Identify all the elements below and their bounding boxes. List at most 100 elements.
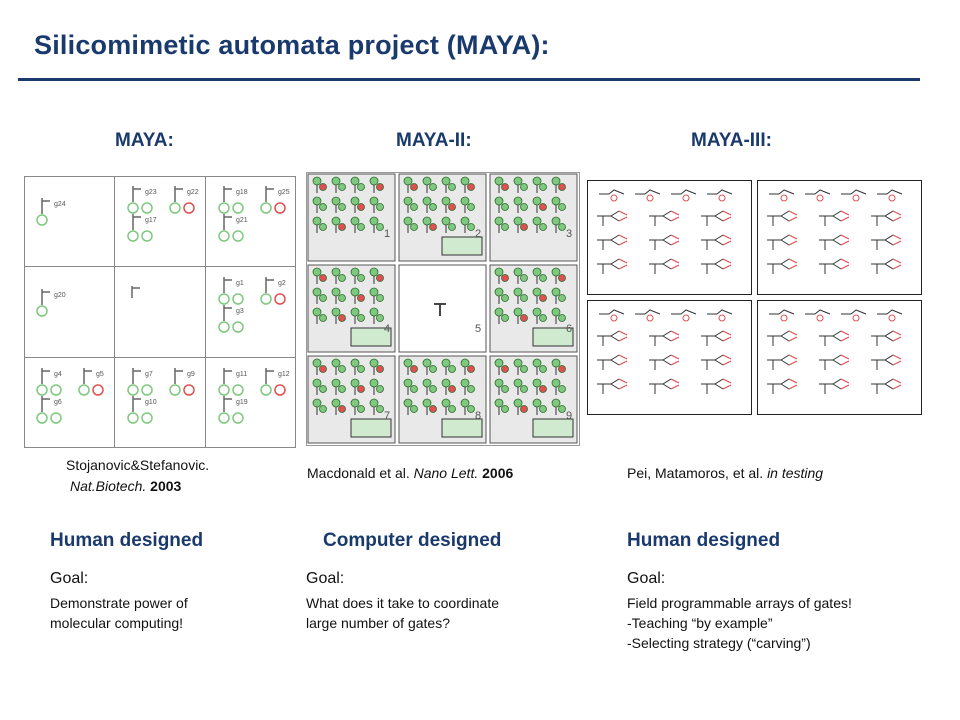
input-node	[218, 230, 230, 242]
molecule-node	[357, 183, 365, 191]
molecule-node	[312, 287, 322, 297]
molecule-node	[357, 405, 365, 413]
gate-sketch	[701, 234, 724, 250]
gate-sketch-red	[788, 378, 798, 390]
maya-iii-goal-label: Goal:	[627, 570, 666, 587]
cell-number: 5	[475, 323, 481, 335]
molecule-node	[357, 223, 365, 231]
gate-sketch-red	[618, 330, 628, 342]
maya-iii-goal-line: Field programmable arrays of gates!	[627, 595, 852, 611]
molecule-node	[513, 176, 523, 186]
molecule-node	[532, 398, 542, 408]
molecule-node	[331, 196, 341, 206]
molecule-node	[319, 314, 327, 322]
molecule-node	[429, 183, 437, 191]
input-node	[232, 321, 244, 333]
gate-label: g22	[187, 189, 199, 196]
molecule-node	[441, 378, 451, 388]
output-box	[441, 418, 483, 438]
gate-sketch	[597, 210, 620, 226]
molecule-node	[467, 183, 475, 191]
molecule-node	[501, 294, 509, 302]
gate-sketch	[819, 354, 842, 370]
input-node	[183, 202, 195, 214]
molecule-node	[403, 176, 413, 186]
gate-sketch-red	[892, 378, 902, 390]
maya-heading: MAYA:	[115, 130, 174, 151]
molecule-node	[501, 203, 509, 211]
gate-label: g25	[278, 189, 290, 196]
molecule-node	[331, 287, 341, 297]
molecule-node	[403, 358, 413, 368]
gate-sketch-red	[618, 234, 628, 246]
molecule-node	[376, 294, 384, 302]
molecule-ring	[718, 194, 726, 202]
molecule-node	[369, 287, 379, 297]
molecule-node	[441, 196, 451, 206]
molecule-ring	[780, 194, 788, 202]
molecule-node	[319, 385, 327, 393]
molecule-node	[312, 378, 322, 388]
input-node	[36, 412, 48, 424]
gate-sketch	[649, 258, 672, 274]
input-node	[274, 293, 286, 305]
molecule-ring	[816, 314, 824, 322]
molecule-node	[551, 176, 561, 186]
molecule-node	[513, 216, 523, 226]
molecule-node	[513, 398, 523, 408]
molecule-node	[369, 196, 379, 206]
molecule-node	[494, 378, 504, 388]
molecule-node	[319, 294, 327, 302]
molecule-node	[369, 307, 379, 317]
molecule-node	[460, 176, 470, 186]
molecule-node	[467, 365, 475, 373]
molecule-node	[539, 385, 547, 393]
molecule-node	[467, 405, 475, 413]
input-node	[218, 293, 230, 305]
maya-iii-citation: Pei, Matamoros, et al. in testing	[627, 463, 823, 484]
gate-sketch	[871, 330, 894, 346]
gate-sketch	[871, 378, 894, 394]
input-node	[141, 412, 153, 424]
molecule-chain	[841, 309, 867, 315]
molecule-node	[520, 385, 528, 393]
molecule-node	[532, 196, 542, 206]
molecule-node	[520, 365, 528, 373]
gate-sketch-red	[840, 378, 850, 390]
gate-sketch	[767, 258, 790, 274]
gate-label: g23	[145, 189, 157, 196]
molecule-node	[501, 183, 509, 191]
molecule-node	[520, 203, 528, 211]
maya-citation-authors: Stojanovic&Stefanovic.	[66, 457, 210, 473]
molecule-node	[448, 183, 456, 191]
molecule-node	[429, 223, 437, 231]
input-node	[218, 202, 230, 214]
molecule-node	[350, 398, 360, 408]
gate-sketch-red	[670, 354, 680, 366]
molecule-ring	[646, 194, 654, 202]
molecule-node	[350, 307, 360, 317]
molecule-ring	[888, 314, 896, 322]
input-node	[141, 202, 153, 214]
maya-ii-goal-line: What does it take to coordinate	[306, 595, 499, 611]
molecule-node	[467, 385, 475, 393]
input-node	[92, 384, 104, 396]
input-node	[274, 384, 286, 396]
molecule-node	[460, 398, 470, 408]
molecule-chain	[769, 309, 795, 315]
gate-sketch	[701, 354, 724, 370]
molecule-node	[558, 274, 566, 282]
gate-sketch	[767, 210, 790, 226]
molecule-node	[422, 216, 432, 226]
maya-iii-citation-note: in testing	[767, 465, 824, 481]
cell-number: 6	[566, 323, 572, 335]
gate-label: g20	[54, 292, 66, 299]
molecule-node	[532, 307, 542, 317]
molecule-node	[369, 176, 379, 186]
input-node	[36, 214, 48, 226]
molecule-node	[448, 405, 456, 413]
molecule-node	[331, 378, 341, 388]
gate-label: g12	[278, 371, 290, 378]
maya-ii-citation-year: 2006	[482, 465, 514, 481]
